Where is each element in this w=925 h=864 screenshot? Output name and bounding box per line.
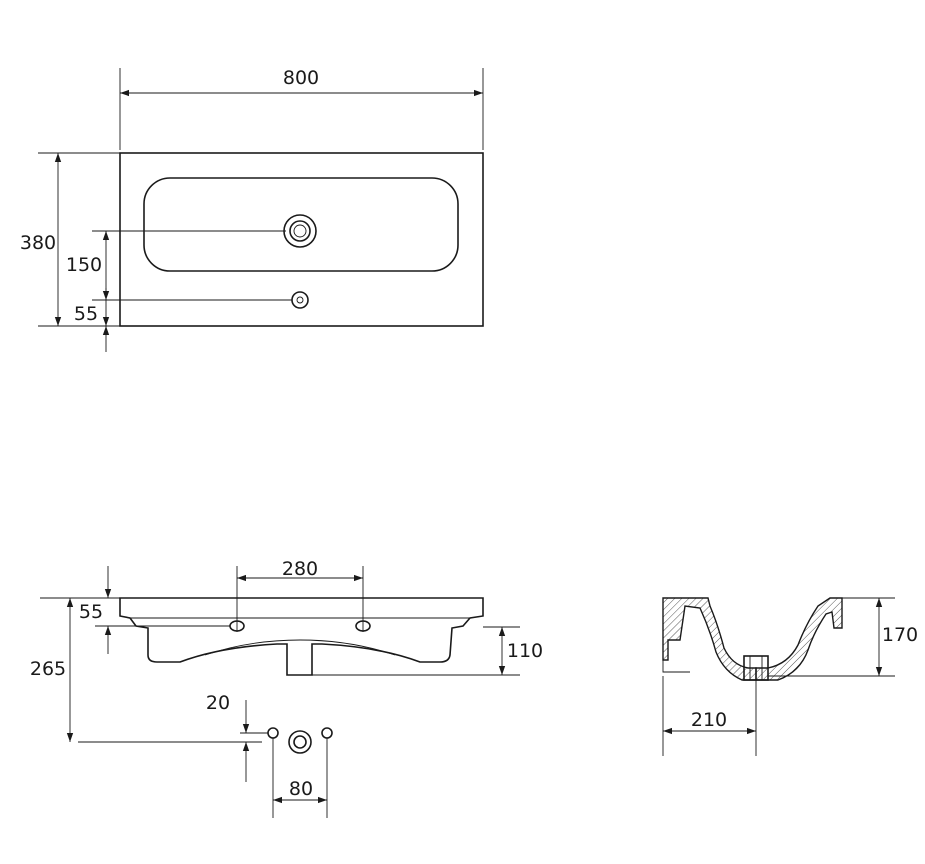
side-section-view: 170 210: [662, 597, 918, 756]
label-tap-hole-offset: 150: [66, 254, 102, 276]
basin-outline: [119, 152, 484, 327]
label-bracket-offset: 20: [206, 692, 230, 714]
label-width-overall: 800: [283, 67, 319, 89]
section-wall: [662, 597, 757, 681]
fixing-hole-left: [267, 727, 279, 739]
dim-tap-hole-offset: 150: [66, 230, 286, 326]
label-bowl-depth: 210: [691, 709, 727, 731]
top-view: 800 380 150 55: [20, 67, 484, 352]
tap-hole: [283, 214, 317, 248]
fixing-hole-right: [321, 727, 333, 739]
front-view: 280 55 265 110: [30, 558, 543, 743]
dim-overflow-offset: 55: [74, 288, 292, 352]
label-bracket-spacing: 80: [289, 778, 313, 800]
dim-width-overall: 800: [119, 67, 484, 150]
dim-bowl-height: 170: [768, 597, 918, 677]
label-drain-depth: 265: [30, 658, 66, 680]
dim-mounting-spacing: 280: [236, 558, 364, 632]
dim-mounting-hole-offset: 55: [79, 566, 230, 654]
label-mounting-spacing: 280: [282, 558, 318, 580]
overflow-hole: [291, 291, 309, 309]
drain-outlet: [288, 730, 312, 754]
label-overflow-offset: 55: [74, 303, 98, 325]
dim-bracket-offset: 20: [206, 692, 268, 782]
bowl-outline: [143, 177, 459, 272]
fixing-detail: 20 80: [206, 692, 333, 818]
front-basin-profile: [119, 597, 484, 676]
dim-bracket-spacing: 80: [272, 738, 328, 818]
dim-drain-depth: 265: [30, 597, 262, 743]
label-drain-height: 110: [507, 640, 543, 662]
label-bowl-height: 170: [882, 624, 918, 646]
label-depth-overall: 380: [20, 232, 56, 254]
dim-bowl-depth: 210: [662, 676, 757, 756]
dim-drain-height: 110: [312, 626, 543, 676]
label-mounting-hole-offset: 55: [79, 601, 103, 623]
